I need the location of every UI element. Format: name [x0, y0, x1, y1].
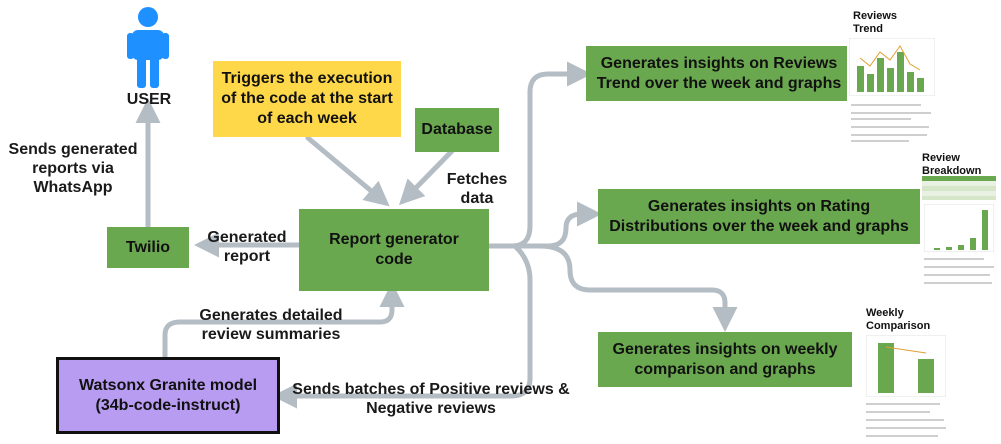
generates-summaries-label: Generates detailed review summaries	[199, 307, 343, 344]
arrow-report-to-ratings-insight	[487, 201, 602, 249]
weekly-comparison-title: Weekly Comparison	[866, 307, 931, 332]
person-icon	[127, 7, 169, 88]
arrow-report-to-watsonx	[272, 243, 533, 409]
reviews-trend-chart-image	[849, 38, 935, 96]
watsonx-node: Watsonx Granite model (34b-code-instruct…	[56, 357, 280, 434]
fetches-data-label: Fetches data	[446, 171, 508, 208]
generated-report-label: Generated report	[207, 229, 287, 266]
arrow-database-to-report	[399, 148, 455, 206]
review-breakdown-chart-image	[924, 204, 994, 252]
database-node: Database	[415, 108, 499, 152]
reviews-trend-title: Reviews Trend	[853, 10, 898, 35]
arrow-report-to-weekly-insight	[537, 243, 738, 332]
report-generator-node: Report generator code	[299, 209, 489, 291]
review-breakdown-title: Review Breakdown	[922, 152, 982, 177]
insight-weekly-comparison-node: Generates insights on weekly comparison …	[598, 332, 852, 387]
review-breakdown-table-image	[922, 176, 996, 200]
arrow-trigger-to-report	[305, 135, 390, 207]
weekly-comparison-thumbnail: Weekly Comparison	[862, 305, 952, 441]
arrow-watsonx-to-report	[162, 282, 405, 359]
reviews-trend-thumbnail: Reviews Trend	[847, 8, 937, 148]
trigger-node: Triggers the execution of the code at th…	[213, 61, 401, 137]
twilio-node: Twilio	[107, 227, 189, 268]
review-breakdown-thumbnail: Review Breakdown	[920, 150, 998, 290]
weekly-comparison-chart-image	[866, 335, 946, 397]
user-label: USER	[126, 91, 172, 108]
insight-rating-distributions-node: Generates insights on Rating Distributio…	[598, 189, 920, 244]
insight-reviews-trend-node: Generates insights on Reviews Trend over…	[586, 46, 852, 101]
sends-whatsapp-label: Sends generated reports via WhatsApp	[8, 141, 138, 197]
sends-batches-label: Sends batches of Positive reviews & Nega…	[292, 381, 570, 418]
